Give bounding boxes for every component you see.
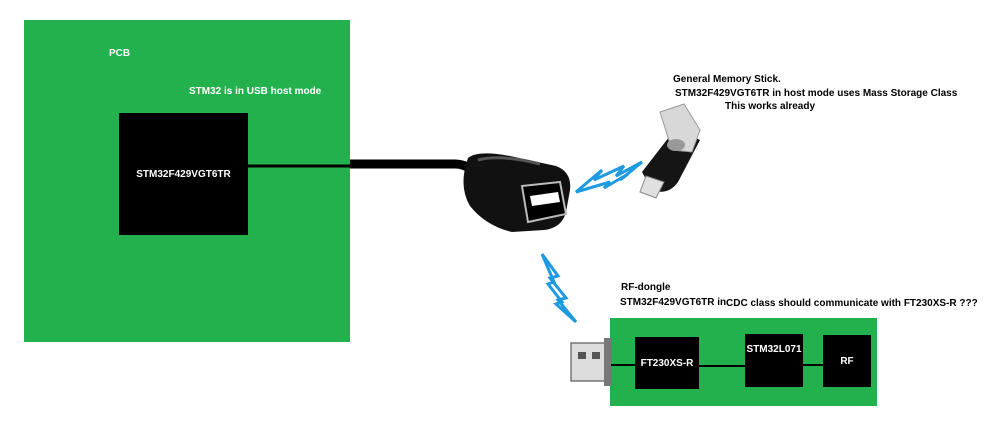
rf-dongle-line-prefix: STM32F429VGT6TR in [620,297,727,308]
wireless-link-stick [575,160,643,194]
rf-dongle-line-suffix: CDC class should communicate with FT230X… [726,298,978,309]
rf-chip: RF [823,335,871,387]
main-mcu-chip: STM32F429VGT6TR [119,113,248,235]
ft230xs-chip: FT230XS-R [635,337,699,389]
memory-stick-line2: This works already [725,101,816,112]
usb-cable [350,159,482,179]
memory-stick-title: General Memory Stick. [673,74,781,85]
host-mode-note: STM32 is in USB host mode [189,86,322,97]
memory-stick [639,103,701,199]
pcb-label: PCB [109,48,131,59]
usb-otg-adapter [463,153,571,232]
dongle-usb-plug [570,338,612,386]
stm32l071-chip: STM32L071 [745,334,803,387]
rf-dongle-title: RF-dongle [621,282,671,293]
wireless-link-dongle [540,253,578,324]
memory-stick-line1: STM32F429VGT6TR in host mode uses Mass S… [675,88,958,99]
